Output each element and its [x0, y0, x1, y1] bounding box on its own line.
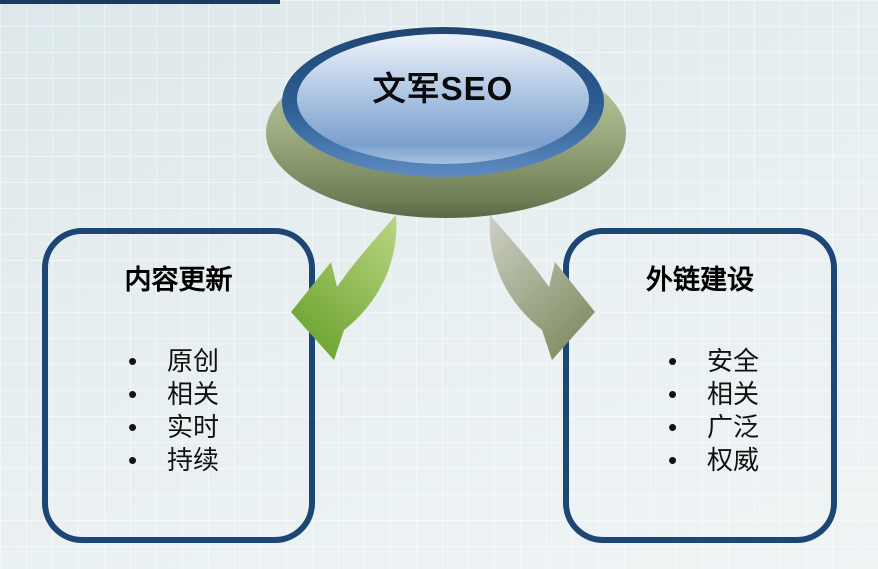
list-item: • 安全: [569, 345, 831, 378]
list-item: • 广泛: [569, 411, 831, 444]
list-item-label: 原创: [167, 346, 220, 376]
bullet-icon: •: [668, 379, 678, 409]
bullet-icon: •: [668, 445, 678, 475]
list-item: • 实时: [48, 411, 309, 444]
bullet-icon: •: [668, 412, 678, 442]
list-item-label: 相关: [167, 379, 220, 409]
bullet-icon: •: [128, 379, 138, 409]
bullet-icon: •: [128, 445, 138, 475]
hub-ellipse-group: [266, 27, 626, 218]
list-item: • 相关: [569, 378, 831, 411]
hub-inner-face: [297, 34, 589, 164]
bullet-icon: •: [668, 346, 678, 376]
hub-label: 文军SEO: [372, 70, 514, 107]
external-links-box: 外链建设 • 安全 • 相关 • 广泛 • 权威: [563, 228, 837, 543]
left-box-list: • 原创 • 相关 • 实时 • 持续: [48, 345, 309, 477]
bullet-icon: •: [128, 346, 138, 376]
list-item: • 原创: [48, 345, 309, 378]
list-item-label: 持续: [167, 445, 220, 475]
top-accent-bar: [0, 0, 280, 4]
content-update-box: 内容更新 • 原创 • 相关 • 实时 • 持续: [42, 228, 315, 543]
list-item: • 持续: [48, 444, 309, 477]
left-curved-arrow: [291, 215, 397, 360]
bullet-icon: •: [128, 412, 138, 442]
list-item-label: 相关: [707, 379, 760, 409]
right-box-list: • 安全 • 相关 • 广泛 • 权威: [569, 345, 831, 477]
list-item-label: 权威: [707, 445, 760, 475]
list-item-label: 实时: [167, 412, 220, 442]
list-item-label: 安全: [707, 346, 760, 376]
left-box-title: 内容更新: [124, 265, 233, 295]
list-item-label: 广泛: [707, 412, 760, 442]
right-box-title: 外链建设: [646, 265, 754, 295]
list-item: • 权威: [569, 444, 831, 477]
right-curved-arrow: [489, 215, 595, 360]
list-item: • 相关: [48, 378, 309, 411]
